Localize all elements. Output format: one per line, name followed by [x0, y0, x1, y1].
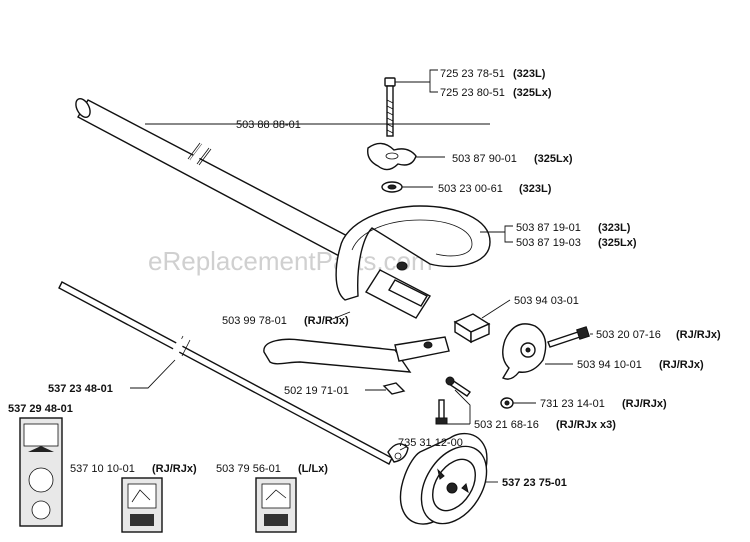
label-circlip: 735 31 12-00	[398, 437, 463, 449]
label-wheel: 537 23 75-01	[502, 477, 567, 489]
label-bolt-323l-model: (323L)	[513, 68, 546, 80]
clamp-block	[453, 313, 491, 344]
label-guard-bracket-model: (RJ/RJx)	[659, 359, 704, 371]
label-knob: 503 87 90-01	[452, 153, 517, 165]
label-decal-lx: 503 79 56-01	[216, 463, 281, 475]
label-handle-323l-model: (323L)	[598, 222, 631, 234]
label-washer: 503 23 00-61	[438, 183, 503, 195]
wheel	[399, 432, 488, 525]
screw-top	[547, 326, 590, 348]
label-bolt-325lx-model: (325Lx)	[513, 87, 552, 99]
label-bolt-325lx: 725 23 80-51	[440, 87, 505, 99]
label-guard-bracket: 503 94 10-01	[577, 359, 642, 371]
label-decal-rj-model: (RJ/RJx)	[152, 463, 197, 475]
label-decal-large: 537 29 48-01	[8, 403, 73, 415]
label-screw-top: 503 20 07-16	[596, 329, 661, 341]
loop-handle	[335, 205, 491, 319]
plate	[382, 382, 406, 395]
label-handle-325lx-model: (325Lx)	[598, 237, 637, 249]
label-knob-model: (325Lx)	[534, 153, 573, 165]
label-screw-top-model: (RJ/RJx)	[676, 329, 721, 341]
label-screws-model: (RJ/RJx x3)	[556, 419, 616, 431]
bolt	[384, 77, 396, 137]
label-handle-325lx: 503 87 19-03	[516, 237, 581, 249]
label-barrier-model: (RJ/RJx)	[304, 315, 349, 327]
label-washer-model: (323L)	[519, 183, 552, 195]
barrier	[263, 336, 450, 373]
label-decal-rj: 537 10 10-01	[70, 463, 135, 475]
decal-lx	[255, 477, 297, 533]
knob	[367, 142, 417, 171]
decal-rj	[121, 477, 163, 533]
screws	[435, 376, 472, 425]
washer	[381, 181, 403, 193]
label-nut: 731 23 14-01	[540, 398, 605, 410]
label-drive-shaft: 537 23 48-01	[48, 383, 113, 395]
label-bolt-323l: 725 23 78-51	[440, 68, 505, 80]
part-labels: 725 23 78-51 (323L) 725 23 80-51 (325Lx)…	[8, 68, 721, 489]
label-decal-lx-model: (L/Lx)	[298, 463, 328, 475]
label-shaft-tube: 503 88 88-01	[236, 119, 301, 131]
label-barrier: 503 99 78-01	[222, 315, 287, 327]
nut	[500, 397, 514, 409]
shaft-tube	[75, 98, 357, 259]
drive-shaft	[58, 281, 393, 465]
watermark: eReplacementParts.com	[148, 246, 433, 276]
leader-lines	[130, 69, 593, 483]
label-handle-323l: 503 87 19-01	[516, 222, 581, 234]
decal-large	[19, 417, 63, 527]
label-clamp-block: 503 94 03-01	[514, 295, 579, 307]
label-screws: 503 21 68-16	[474, 419, 539, 431]
guard-bracket	[502, 323, 547, 380]
label-nut-model: (RJ/RJx)	[622, 398, 667, 410]
label-plate: 502 19 71-01	[284, 385, 349, 397]
